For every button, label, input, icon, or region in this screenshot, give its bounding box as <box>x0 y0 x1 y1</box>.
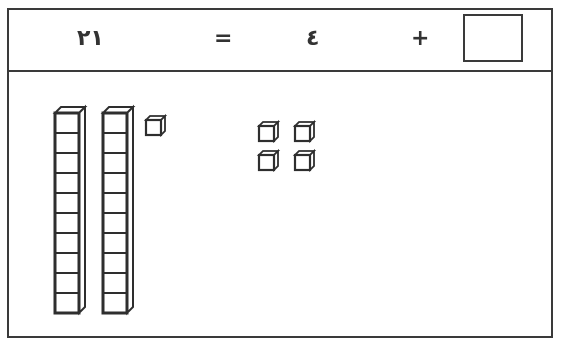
tens-rod <box>55 107 85 313</box>
unit-cube <box>295 122 314 141</box>
math-problem-card: ٢١ = ٤ + <box>7 8 553 338</box>
unit-cube <box>259 151 278 170</box>
tens-rods-group <box>55 107 133 313</box>
tens-rod <box>103 107 133 313</box>
unit-cube <box>295 151 314 170</box>
unit-cube <box>146 116 165 135</box>
loose-units-group-a <box>146 116 165 135</box>
loose-units-group-b <box>259 122 314 170</box>
base-ten-blocks <box>9 10 553 338</box>
unit-cube <box>259 122 278 141</box>
